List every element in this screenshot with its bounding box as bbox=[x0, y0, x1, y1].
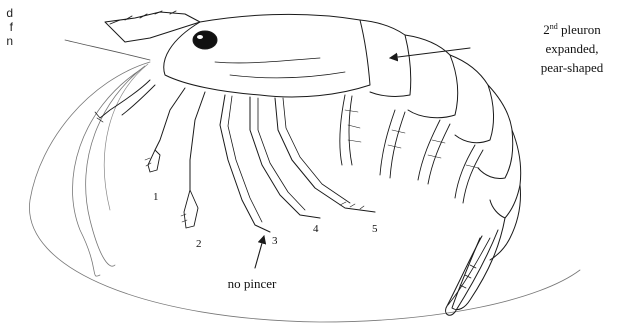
antenna-long-3 bbox=[86, 66, 145, 266]
eye bbox=[193, 31, 217, 49]
antennule bbox=[65, 40, 150, 60]
antenna-long-1 bbox=[29, 62, 580, 322]
antenna-long-4 bbox=[104, 64, 148, 210]
leg-2 bbox=[190, 92, 205, 190]
carapace bbox=[164, 14, 370, 97]
no-pincer-label: no pincer bbox=[228, 276, 277, 291]
leg-label-3: 3 bbox=[272, 235, 278, 247]
pleopod-2 bbox=[380, 110, 405, 178]
no-pincer-arrow bbox=[255, 236, 264, 268]
pleuron-label-line-2: expanded, bbox=[545, 41, 598, 56]
leg-label-2: 2 bbox=[196, 238, 202, 250]
leg-3 bbox=[220, 95, 270, 232]
leg-label-1: 1 bbox=[153, 191, 159, 203]
leg-label-5: 5 bbox=[372, 223, 378, 235]
pleopod-1 bbox=[340, 95, 352, 165]
abdominal-segment-3 bbox=[450, 55, 494, 143]
abdominal-segment-6 bbox=[490, 185, 521, 260]
rostrum bbox=[105, 12, 200, 42]
abdominal-segment-4 bbox=[478, 85, 513, 179]
abdominal-segment-2-pleuron bbox=[405, 35, 458, 118]
abdominal-segment-5 bbox=[490, 130, 521, 218]
pleopod-3 bbox=[418, 120, 450, 184]
leg-label-4: 4 bbox=[313, 223, 319, 235]
pleopod-4 bbox=[455, 145, 483, 203]
leg-5 bbox=[275, 98, 375, 212]
antenna-long-2 bbox=[73, 70, 141, 276]
uropod-2 bbox=[448, 238, 490, 305]
pleuron-arrow bbox=[390, 48, 470, 58]
leg-1 bbox=[155, 88, 185, 150]
pleuron-label-line-3: pear-shaped bbox=[541, 60, 604, 75]
pleuron-label-line-1: 2nd pleuron bbox=[543, 22, 601, 37]
